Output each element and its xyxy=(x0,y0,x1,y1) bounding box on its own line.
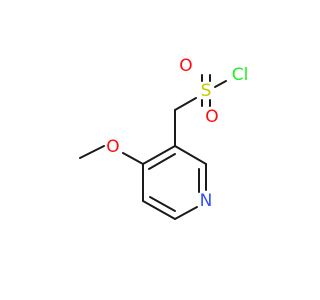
bond-methyl-oxygen xyxy=(79,145,105,159)
bond-n-c6 xyxy=(174,206,198,220)
bond-c6-c5 xyxy=(142,200,176,220)
bond-c3-c2 xyxy=(174,145,207,165)
atom-oxygen-sulfonyl-bottom: O xyxy=(205,107,218,127)
bond-c4-c3 xyxy=(142,145,176,165)
bond-ch2-s xyxy=(174,97,197,111)
structure-canvas: O N S O O Cl xyxy=(79,56,249,220)
atom-oxygen-methoxy: O xyxy=(106,137,119,157)
atom-sulfur: S xyxy=(201,81,212,101)
bond-c6-c5-inner xyxy=(149,196,176,212)
molecule-structure: O N S O O Cl xyxy=(79,56,249,220)
atom-nitrogen-ring: N xyxy=(200,191,213,211)
sulfonyl-bonds xyxy=(201,74,211,107)
bonds xyxy=(79,80,227,220)
bond-c4-c3-inner xyxy=(148,153,176,170)
atom-chlorine: Cl xyxy=(232,65,249,85)
bond-s-cl xyxy=(214,80,227,88)
bond-oxygen-c4 xyxy=(122,152,144,165)
atom-oxygen-sulfonyl-top: O xyxy=(179,56,192,76)
